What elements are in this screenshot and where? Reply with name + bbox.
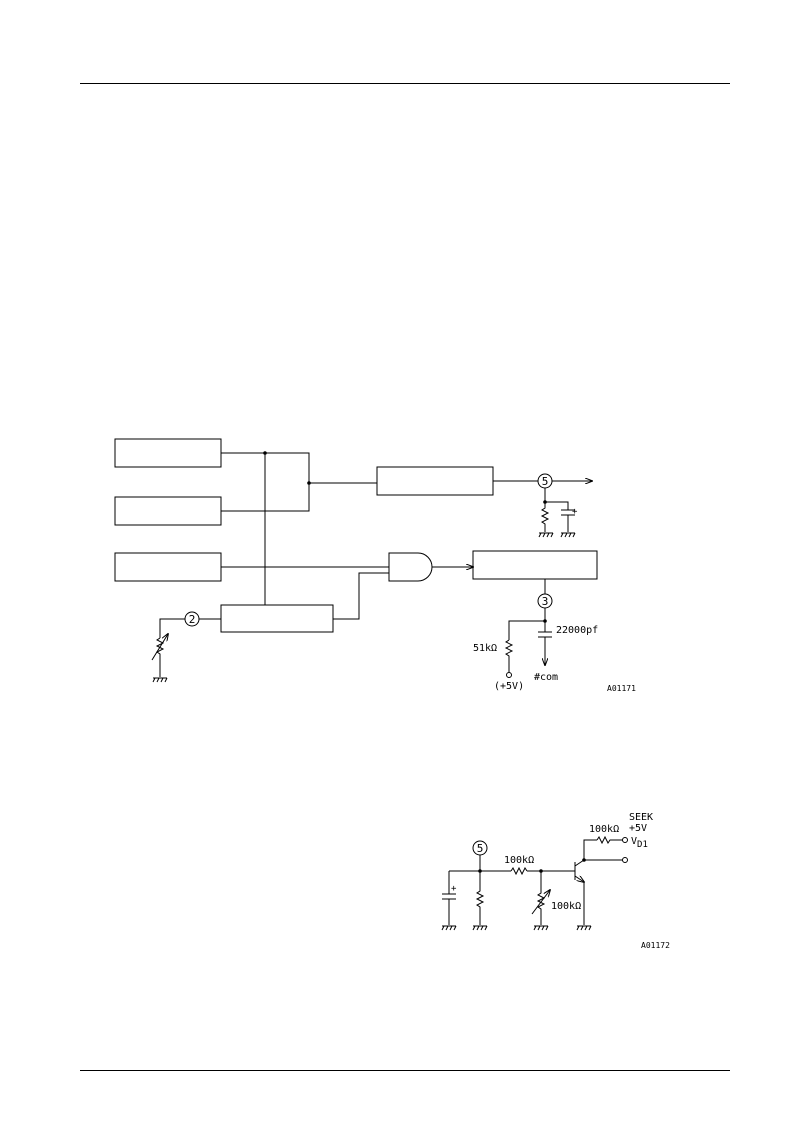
supply-label: +5V xyxy=(629,823,647,834)
figure-code-2: A01172 xyxy=(641,941,670,950)
wire-pin5-down xyxy=(544,488,569,510)
block-c xyxy=(114,552,222,582)
figure-code-1: A01171 xyxy=(607,684,636,693)
resistor-series-label: 100kΩ xyxy=(504,855,534,866)
circuit-diagram-2: 5 100kΩ + 100kΩ 100kΩ xyxy=(441,812,670,950)
ground-icon xyxy=(472,925,488,931)
vd1-terminal xyxy=(622,837,628,843)
ground-icon xyxy=(576,925,592,931)
pin-2-label: 2 xyxy=(189,613,196,626)
transistor-collector xyxy=(574,859,585,867)
ground-icon xyxy=(533,925,549,931)
pin-3-label: 3 xyxy=(542,595,549,608)
pin-5-label: 5 xyxy=(477,842,484,855)
block-f xyxy=(472,550,598,580)
ground-icon xyxy=(441,925,457,931)
wire-collector-up xyxy=(583,839,597,860)
block-diagram-1: 5 + 2 3 51kΩ (+5V) 22000pf #c xyxy=(114,438,636,693)
block-b xyxy=(114,496,222,526)
junction-1 xyxy=(307,481,311,485)
transistor-emitter xyxy=(574,875,584,882)
ground-icon xyxy=(152,677,168,683)
wire-pin2-vr xyxy=(159,618,185,638)
resistor-r1 xyxy=(540,502,550,532)
wire-b xyxy=(221,483,310,512)
capacitor-polarity-plus: + xyxy=(451,884,457,894)
resistor-51k-label: 51kΩ xyxy=(473,643,497,654)
variable-resistor-arrow xyxy=(151,634,168,661)
resistor-series xyxy=(510,866,528,876)
ground-icon xyxy=(560,532,576,538)
block-a xyxy=(114,438,222,468)
supply-terminal xyxy=(506,672,512,678)
block-e xyxy=(376,466,494,496)
seek-label: SEEK xyxy=(629,812,653,823)
junction-2 xyxy=(263,451,267,455)
and-gate xyxy=(388,552,433,582)
capacitor-22000-label: 22000pf xyxy=(556,625,598,636)
capacitor-polarity-plus: + xyxy=(572,507,578,517)
variable-resistor-2-arrow xyxy=(531,890,550,915)
resistor-51k xyxy=(504,639,514,672)
footer-rule xyxy=(80,1070,730,1071)
wire-d xyxy=(333,572,389,620)
resistor-collector-label: 100kΩ xyxy=(589,824,619,835)
wire-a xyxy=(221,452,377,484)
resistor-r2 xyxy=(475,871,485,925)
wire-pin3-r xyxy=(508,620,545,640)
ground-icon xyxy=(538,532,554,538)
block-d xyxy=(220,604,334,633)
supply-label: (+5V) xyxy=(494,681,524,692)
com-label: #com xyxy=(534,672,558,683)
header-rule xyxy=(80,83,730,84)
resistor-var-label: 100kΩ xyxy=(551,901,581,912)
variable-resistor-2 xyxy=(536,871,546,925)
vd1-label: VD1 xyxy=(631,836,648,850)
pin-5-label: 5 xyxy=(542,475,549,488)
resistor-collector xyxy=(596,835,623,845)
output-terminal xyxy=(622,857,628,863)
